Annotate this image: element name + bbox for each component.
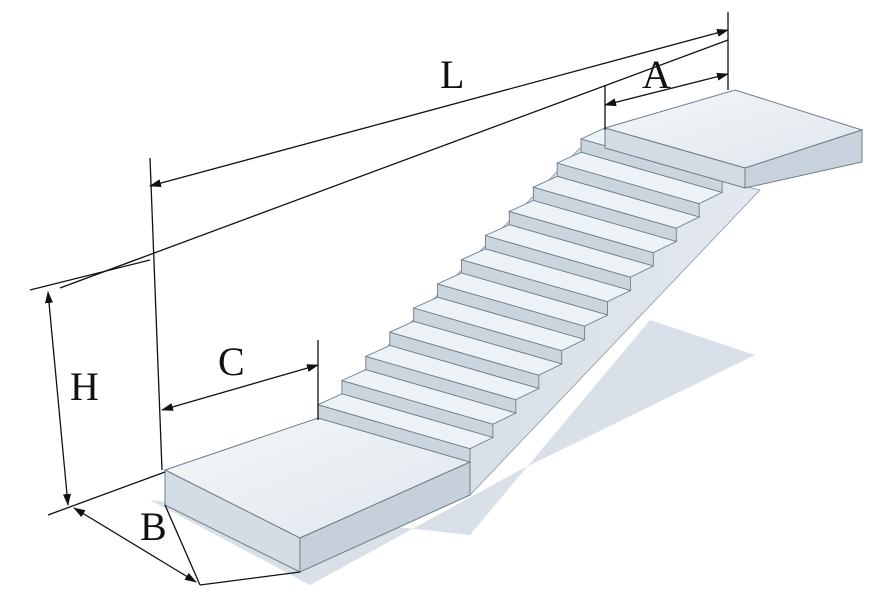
step-tread-2 [340,369,518,425]
dimension-label-C: C [218,339,245,384]
dimension-A: A [604,52,729,130]
lower-landing-side [299,461,471,573]
step-tread-6 [436,272,609,327]
dimension-B: B [73,504,301,586]
step-tread-1 [316,393,495,450]
step-tread-8 [484,224,655,278]
dimension-label-A: A [642,52,671,97]
step-tread-9 [508,200,678,254]
dimension-H: H [29,259,166,516]
dimension-label-B: B [140,504,167,549]
dimension-label-L: L [440,52,464,97]
dimension-C: C [161,339,319,420]
step-tread-7 [460,248,632,303]
step-tread-3 [364,345,541,401]
dimension-label-H: H [70,364,99,409]
lower-landing [163,417,472,573]
step-tread-5 [412,296,586,352]
step-tread-4 [388,320,563,376]
